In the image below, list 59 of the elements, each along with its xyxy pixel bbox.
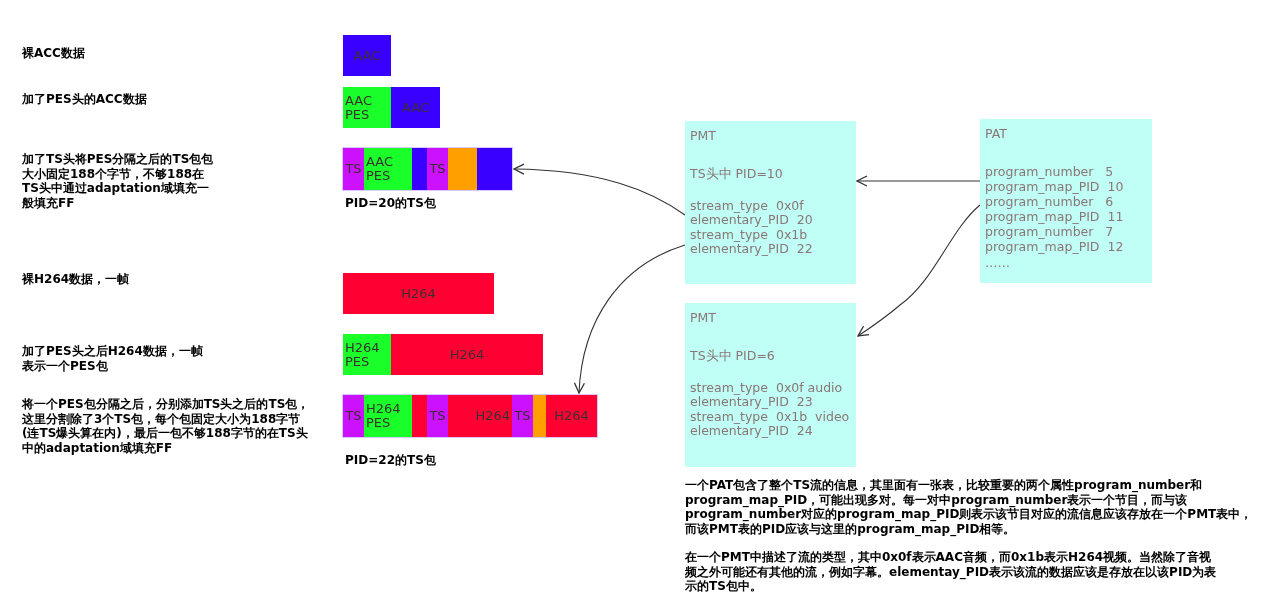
step-description: 将一个PES包分隔之后，分别添加TS头之后的TS包，这里分割除了3个TS包，每个包固定大小为188字节(连TS爆头算在内)，最后一包不够188字节的在TS头中的adaptation域填充FF: [22, 397, 311, 455]
table-heading: PAT: [985, 127, 1007, 141]
step-description: 加了PES头之后H264数据，一帧表示一个PES包: [22, 344, 204, 373]
table-line: ……: [985, 256, 1010, 270]
table-heading: PMT: [690, 311, 716, 325]
arrow: [513, 163, 686, 216]
table-line: elementary_PID 23: [690, 395, 813, 409]
packet-segment: TS: [512, 395, 533, 437]
packet-segment: [412, 395, 427, 437]
arrow: [574, 244, 686, 394]
step-description: 加了TS头将PES分隔之后的TS包包大小固定188个字节，不够188在TS头中通过adaptation域填充一般填充FF: [22, 152, 215, 210]
arrow: [856, 175, 981, 187]
packet-segment: AAC PES: [343, 87, 391, 128]
table-line: program_number 6: [985, 195, 1114, 209]
pmt-table-box: [685, 121, 856, 284]
table-line: program_number 5: [985, 165, 1114, 179]
pmt-table-box: [685, 303, 856, 467]
table-heading: PMT: [690, 129, 716, 143]
packet-segment: AAC: [343, 35, 391, 76]
arrow: [857, 204, 981, 337]
packet-segment: TS: [427, 395, 448, 437]
table-line: stream_type 0x1b: [690, 228, 808, 242]
table-line: elementary_PID 24: [690, 424, 813, 438]
table-line: program_map_PID 12: [985, 240, 1124, 254]
table-line: program_number 7: [985, 225, 1114, 239]
packet-segment: [448, 148, 477, 190]
strip-caption: PID=22的TS包: [345, 453, 436, 468]
table-line: program_map_PID 11: [985, 210, 1124, 224]
table-line: stream_type 0x0f: [690, 199, 804, 213]
packet-segment: TS: [343, 148, 364, 190]
explanation-paragraph: 一个PAT包含了整个TS流的信息，其里面有一张表，比较重要的两个属性program_number和program_map_PID，可能出现多对。每一对中program_number表示一个节目，而与该program_number对应的program_map_PID则表示该节目对应的流信息应该存放在一个PMT表中，而该PMT表的PID应该与这里的program_map_PID相等。: [685, 478, 1254, 536]
pat-table-box: [980, 119, 1152, 283]
step-description: 裸H264数据，一帧: [22, 272, 131, 287]
packet-segment: TS: [343, 395, 364, 437]
step-description: 裸ACC数据: [22, 46, 86, 61]
table-line: elementary_PID 22: [690, 242, 813, 256]
strip-caption: PID=20的TS包: [345, 196, 436, 211]
packet-strip: [343, 395, 597, 437]
table-line: stream_type 0x1b video: [690, 410, 850, 424]
table-line: program_map_PID 10: [985, 180, 1124, 194]
packet-segment: H264 PES: [364, 395, 412, 437]
explanation-paragraph: 在一个PMT中描述了流的类型，其中0x0f表示AAC音频，而0x1b表示H264视频。当然除了音视频之外可能还有其他的流，例如字幕。elementay_PID表示该流的数据应该是存放在以该PID为表示的TS包中。: [685, 550, 1218, 594]
packet-segment: H264: [546, 395, 597, 437]
table-line: TS头中 PID=10: [690, 167, 783, 181]
table-line: TS头中 PID=6: [690, 349, 775, 363]
packet-segment: [533, 395, 546, 437]
packet-segment: TS: [427, 148, 448, 190]
table-line: stream_type 0x0f audio: [690, 381, 843, 395]
packet-segment: H264: [391, 334, 543, 375]
packet-segment: H264: [448, 395, 512, 437]
table-line: elementary_PID 20: [690, 213, 813, 227]
packet-strip: [343, 148, 512, 190]
packet-segment: [477, 148, 512, 190]
packet-segment: H264 PES: [343, 334, 391, 375]
packet-segment: [412, 148, 427, 190]
step-description: 加了PES头的ACC数据: [22, 92, 148, 107]
packet-segment: AAC: [391, 87, 440, 128]
packet-segment: AAC PES: [364, 148, 412, 190]
packet-segment: H264: [343, 273, 494, 314]
